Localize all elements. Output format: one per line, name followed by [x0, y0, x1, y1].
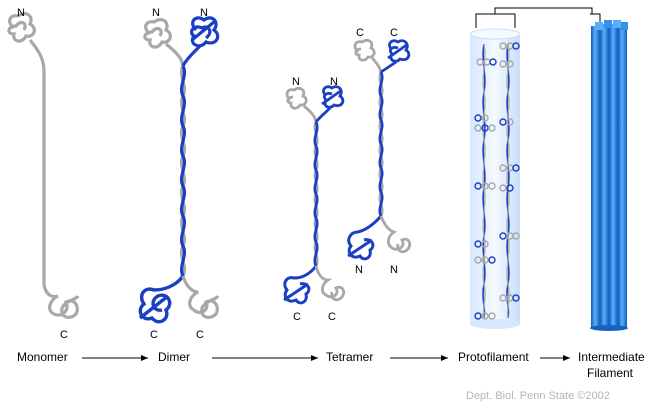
- stage-label-tetramer: Tetramer: [326, 350, 373, 364]
- monomer-rod: [28, 38, 46, 285]
- tetb-neck-gray: [371, 57, 383, 73]
- monomer-head: [7, 11, 36, 43]
- credit-text: Dept. Biol. Penn State ©2002: [466, 390, 610, 402]
- dimer-head-gray: [143, 17, 172, 49]
- monomer-c-label: C: [60, 329, 68, 341]
- monomer-tail: [42, 284, 80, 319]
- teta-c-left-label: C: [293, 311, 301, 323]
- stage-labels: Monomer Dimer Tetramer Protofilament Int…: [17, 350, 645, 380]
- tetb-rod-blue: [378, 71, 384, 217]
- stage-label-monomer: Monomer: [17, 350, 68, 364]
- teta-rod-blue: [313, 121, 319, 267]
- teta-neck-blue: [314, 107, 331, 123]
- protofilament-strand-right-gray: [506, 43, 510, 319]
- stage-label-intermediate: Intermediate: [578, 350, 645, 364]
- protofilament-cylinder: [470, 34, 520, 324]
- dimer-head-blue: [190, 16, 220, 48]
- dimer: N N C C: [138, 7, 220, 341]
- protofilament-cylinder-bottom: [470, 319, 520, 329]
- monomer-n-label: N: [17, 7, 25, 19]
- teta-neck-gray: [303, 104, 318, 123]
- teta-head-blue: [321, 85, 345, 109]
- dimer-n-left-label: N: [152, 7, 160, 19]
- tetb-tail-blue: [347, 215, 383, 261]
- filament-base: [590, 325, 628, 331]
- filament-tube: [600, 24, 609, 328]
- filament-tube-cap: [613, 20, 621, 28]
- teta-tail-gray: [314, 265, 345, 302]
- dimer-neck-blue: [181, 44, 202, 67]
- teta-n-right-label: N: [330, 76, 338, 88]
- stage-label-dimer: Dimer: [158, 350, 190, 364]
- dimer-n-right-label: N: [200, 7, 208, 19]
- tetb-c-left-label: C: [356, 27, 364, 39]
- protofilament-strand-left-gray: [482, 43, 486, 319]
- filament-tube: [591, 26, 600, 328]
- tetb-neck-blue: [380, 60, 397, 74]
- teta-tail-blue: [283, 265, 318, 305]
- dimer-c-right-label: C: [196, 329, 204, 341]
- stage-label-filament: Filament: [587, 366, 634, 380]
- dimer-rod-blue: [179, 65, 187, 277]
- monomer: N C: [7, 7, 80, 341]
- tetramer-dimer-a: N N C C: [283, 76, 345, 323]
- dimer-neck-gray: [165, 42, 185, 67]
- tetb-head-gray: [353, 39, 376, 62]
- protofilament: [469, 28, 521, 329]
- filament-tube-cap: [595, 22, 603, 30]
- protofilament-cylinder-top: [469, 28, 521, 40]
- tetb-c-right-label: C: [390, 27, 398, 39]
- teta-c-right-label: C: [328, 311, 336, 323]
- stage-label-protofilament: Protofilament: [458, 350, 529, 364]
- protofilament-knots: [474, 42, 520, 320]
- filament-tube-cap: [604, 20, 612, 28]
- dimer-tail-gray: [181, 275, 220, 319]
- filament-tube-cap: [621, 22, 628, 30]
- bracket-connector: [475, 7, 601, 28]
- teta-head-gray: [285, 87, 308, 110]
- tetramer-dimer-b: C C N N: [347, 27, 411, 276]
- tetb-n-right-label: N: [390, 264, 398, 276]
- tetb-head-blue: [387, 39, 411, 63]
- dimer-tail-blue: [138, 274, 185, 324]
- dimer-c-left-label: C: [150, 329, 158, 341]
- tetb-tail-gray: [379, 215, 411, 254]
- intermediate-filament: [590, 20, 628, 331]
- teta-n-left-label: N: [292, 76, 300, 88]
- filament-tube: [609, 24, 618, 328]
- filament-tube: [618, 26, 627, 328]
- tetb-n-left-label: N: [355, 264, 363, 276]
